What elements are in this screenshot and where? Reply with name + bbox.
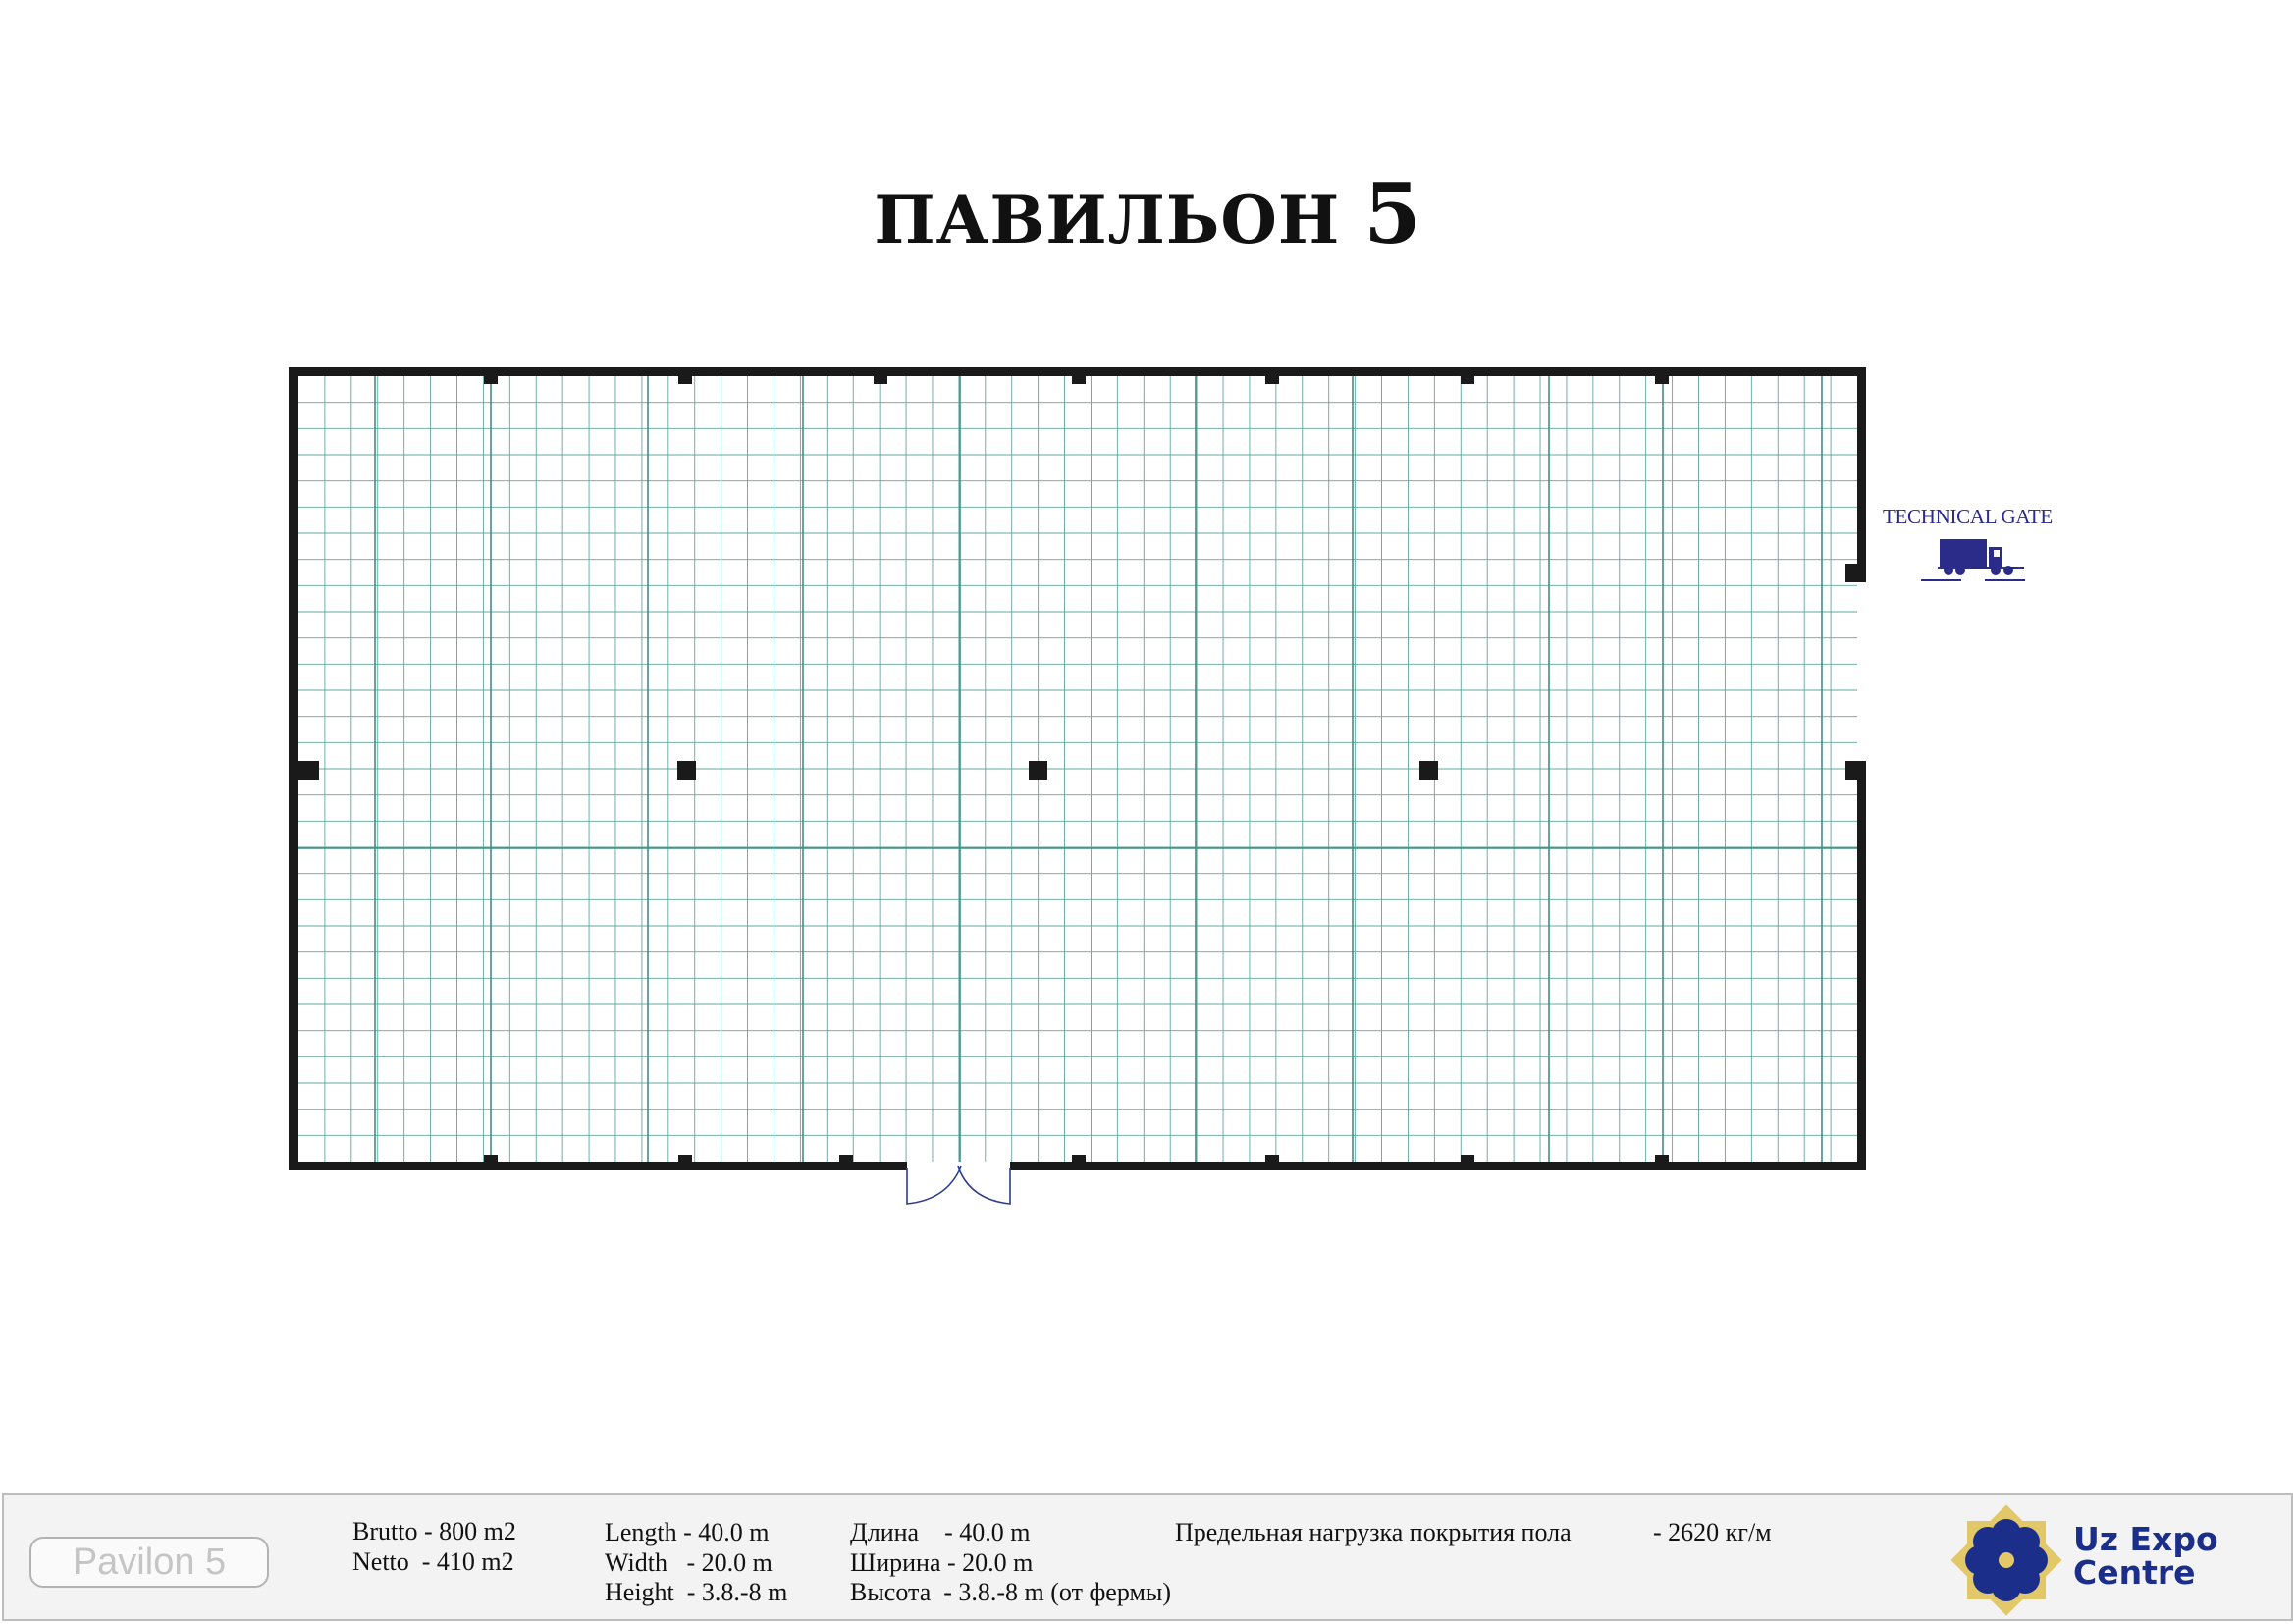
uz-expo-logo-icon (1950, 1504, 2062, 1616)
wall-column-top (484, 376, 498, 384)
wall-column-top (1072, 376, 1086, 384)
wall-column-bottom (678, 1155, 692, 1163)
wall-column-top (678, 376, 692, 384)
wall-column-bottom (1265, 1155, 1279, 1163)
wall-bottom-right (1010, 1162, 1866, 1170)
wall-column-top (874, 376, 887, 384)
height-en: Height - 3.8.-8 m (605, 1578, 788, 1606)
width-en: Width - 20.0 m (605, 1548, 773, 1577)
area-netto: Netto - 410 m2 (352, 1547, 514, 1576)
wall-column-top (1655, 376, 1669, 384)
length-en: Length - 40.0 m (605, 1518, 770, 1546)
wall-column-left (298, 761, 319, 780)
entrance-door[interactable] (906, 1165, 1011, 1205)
truck-icon (1921, 539, 2025, 581)
wall-top (289, 367, 1865, 376)
interior-column (1029, 761, 1047, 780)
door-right-leaf (957, 1165, 1011, 1205)
grid-major-lines (298, 376, 1857, 1162)
logo-line-2: Centre (2073, 1553, 2196, 1592)
title-number: 5 (1363, 165, 1422, 262)
wall-column-bottom (1461, 1155, 1474, 1163)
floor-load-value: - 2620 кг/м (1653, 1518, 1772, 1546)
pavilion-walls (289, 367, 1866, 1170)
wall-bottom-left (289, 1162, 907, 1170)
interior-column (677, 761, 696, 780)
wall-left (289, 367, 298, 1170)
wall-right-lower (1857, 762, 1866, 1170)
floor-plan (289, 367, 2025, 1205)
pavilion-badge: Pavilon 5 (29, 1537, 269, 1588)
logo-text: Uz Expo Centre (2073, 1523, 2218, 1590)
wall-column-bottom (1072, 1155, 1086, 1163)
area-brutto: Brutto - 800 m2 (352, 1517, 516, 1545)
technical-gate-label: TECHNICAL GATE (1883, 505, 2053, 528)
interior-column (1419, 761, 1438, 780)
wall-column-top (1461, 376, 1474, 384)
logo-line-1: Uz Expo (2073, 1520, 2218, 1558)
width-ru: Ширина - 20.0 m (850, 1548, 1034, 1577)
footer-info-panel: Pavilon 5 Brutto - 800 m2 Netto - 410 m2… (2, 1493, 2293, 1621)
length-ru: Длина - 40.0 m (850, 1518, 1031, 1546)
door-left-leaf (906, 1165, 962, 1205)
wall-column-bottom (484, 1155, 498, 1163)
floor-load-label: Предельная нагрузка покрытия пола (1175, 1518, 1572, 1546)
wall-right-upper (1857, 367, 1866, 573)
grid-minor-lines (298, 376, 1857, 1162)
structural-columns (298, 376, 1866, 1163)
wall-column-bottom (839, 1155, 853, 1163)
wall-column-top (1265, 376, 1279, 384)
wall-column-right (1845, 761, 1866, 780)
height-ru: Высота - 3.8.-8 m (от фермы) (850, 1578, 1172, 1606)
title-text: ПАВИЛЬОН (874, 182, 1341, 258)
wall-column-bottom (1655, 1155, 1669, 1163)
gate-column (1845, 564, 1866, 582)
page-title: ПАВИЛЬОН 5 (0, 165, 2296, 262)
